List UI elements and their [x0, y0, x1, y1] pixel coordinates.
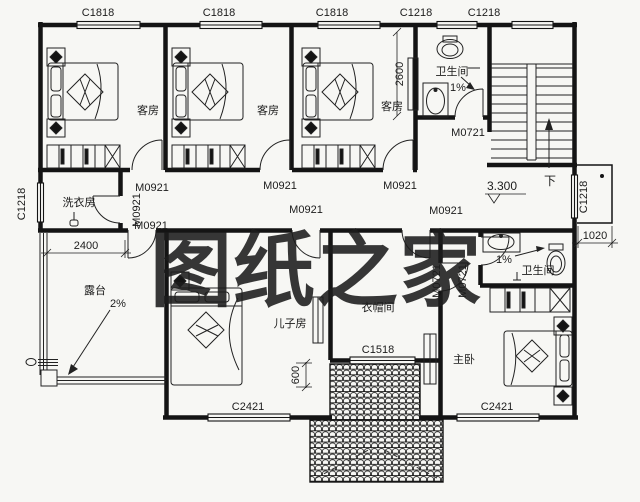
bed-son	[170, 287, 243, 386]
terrace-slope-arrow	[72, 309, 111, 368]
level-marker	[485, 193, 526, 204]
label-window-c1218-left: C1218	[16, 188, 28, 220]
wardrobes	[46, 144, 571, 313]
labels: C1818 C1818 C1818 C1218 C1218 C1218 C121…	[16, 7, 607, 413]
label-slope-bath-bottom: 1%	[496, 254, 512, 266]
basin-bottom	[482, 232, 521, 253]
label-level-3300: 3.300	[487, 179, 517, 193]
toilet-top	[436, 35, 464, 59]
windows-symbols	[36, 20, 579, 422]
bed-guest-3	[302, 62, 374, 121]
label-stair-down: 下	[544, 174, 556, 188]
label-room-guest-1: 客房	[137, 103, 159, 117]
label-room-son: 儿子房	[274, 317, 307, 330]
label-dim-2600: 2600	[394, 62, 406, 86]
label-room-terrace: 露台	[84, 283, 106, 297]
label-window-c2421-son: C2421	[232, 401, 264, 413]
label-dim-600: 600	[290, 366, 302, 384]
label-door-m0721-top: M0721	[451, 127, 485, 139]
watermark-text: 图纸之家	[150, 223, 482, 319]
label-door-m0921-guest3: M0921	[383, 180, 417, 192]
label-room-closet: 衣帽间	[362, 300, 395, 314]
label-window-c1218-2: C1218	[468, 7, 500, 19]
label-door-m0921-hall: M0921	[429, 205, 463, 217]
toilet-bottom	[546, 243, 566, 276]
walls	[38, 22, 613, 420]
label-door-m0721-bath: M0721	[457, 264, 469, 298]
label-door-m0921-son: M0921	[289, 204, 323, 216]
label-door-m0921-laundry: M0921	[131, 193, 143, 227]
label-room-laundry: 洗衣房	[63, 195, 96, 209]
label-door-m0721-closet: M0721	[431, 264, 443, 298]
label-window-c1218-1: C1218	[400, 7, 432, 19]
dimensions	[41, 27, 618, 392]
furniture	[46, 47, 573, 406]
label-window-c1818-2: C1818	[203, 7, 235, 19]
bed-master	[503, 330, 573, 387]
label-dim-1020: 1020	[583, 230, 607, 242]
label-room-guest-2: 客房	[257, 103, 279, 117]
label-window-c1518: C1518	[362, 344, 394, 356]
label-room-bathroom-top: 卫生间	[436, 64, 469, 78]
bumpout-dot	[600, 174, 604, 178]
label-room-bathroom-bottom: 卫生间	[522, 263, 555, 277]
label-slope-terrace: 2%	[110, 298, 126, 310]
label-window-c1218-right: C1218	[578, 181, 590, 213]
label-door-m0921-terrace: M0921	[134, 220, 168, 232]
label-room-guest-3: 客房	[381, 99, 403, 113]
staircase	[491, 63, 573, 168]
label-window-c1818-3: C1818	[316, 7, 348, 19]
label-door-m0921-guest1: M0921	[135, 182, 169, 194]
door-swings	[92, 88, 510, 292]
label-dim-2400: 2400	[74, 240, 98, 252]
bathroom-fixtures	[69, 35, 566, 281]
shelves	[312, 57, 437, 385]
bed-guest-2	[172, 62, 244, 121]
basin-top	[422, 82, 449, 118]
label-window-c1818-1: C1818	[82, 7, 114, 19]
roof-tiles	[309, 363, 444, 483]
label-slope-bath-top: 1%	[450, 82, 466, 94]
label-window-c2421-master: C2421	[481, 401, 513, 413]
label-room-master: 主卧	[453, 353, 475, 366]
terrace-drain	[25, 358, 37, 366]
bed-guest-1	[47, 62, 119, 121]
label-door-m0921-guest2: M0921	[263, 180, 297, 192]
